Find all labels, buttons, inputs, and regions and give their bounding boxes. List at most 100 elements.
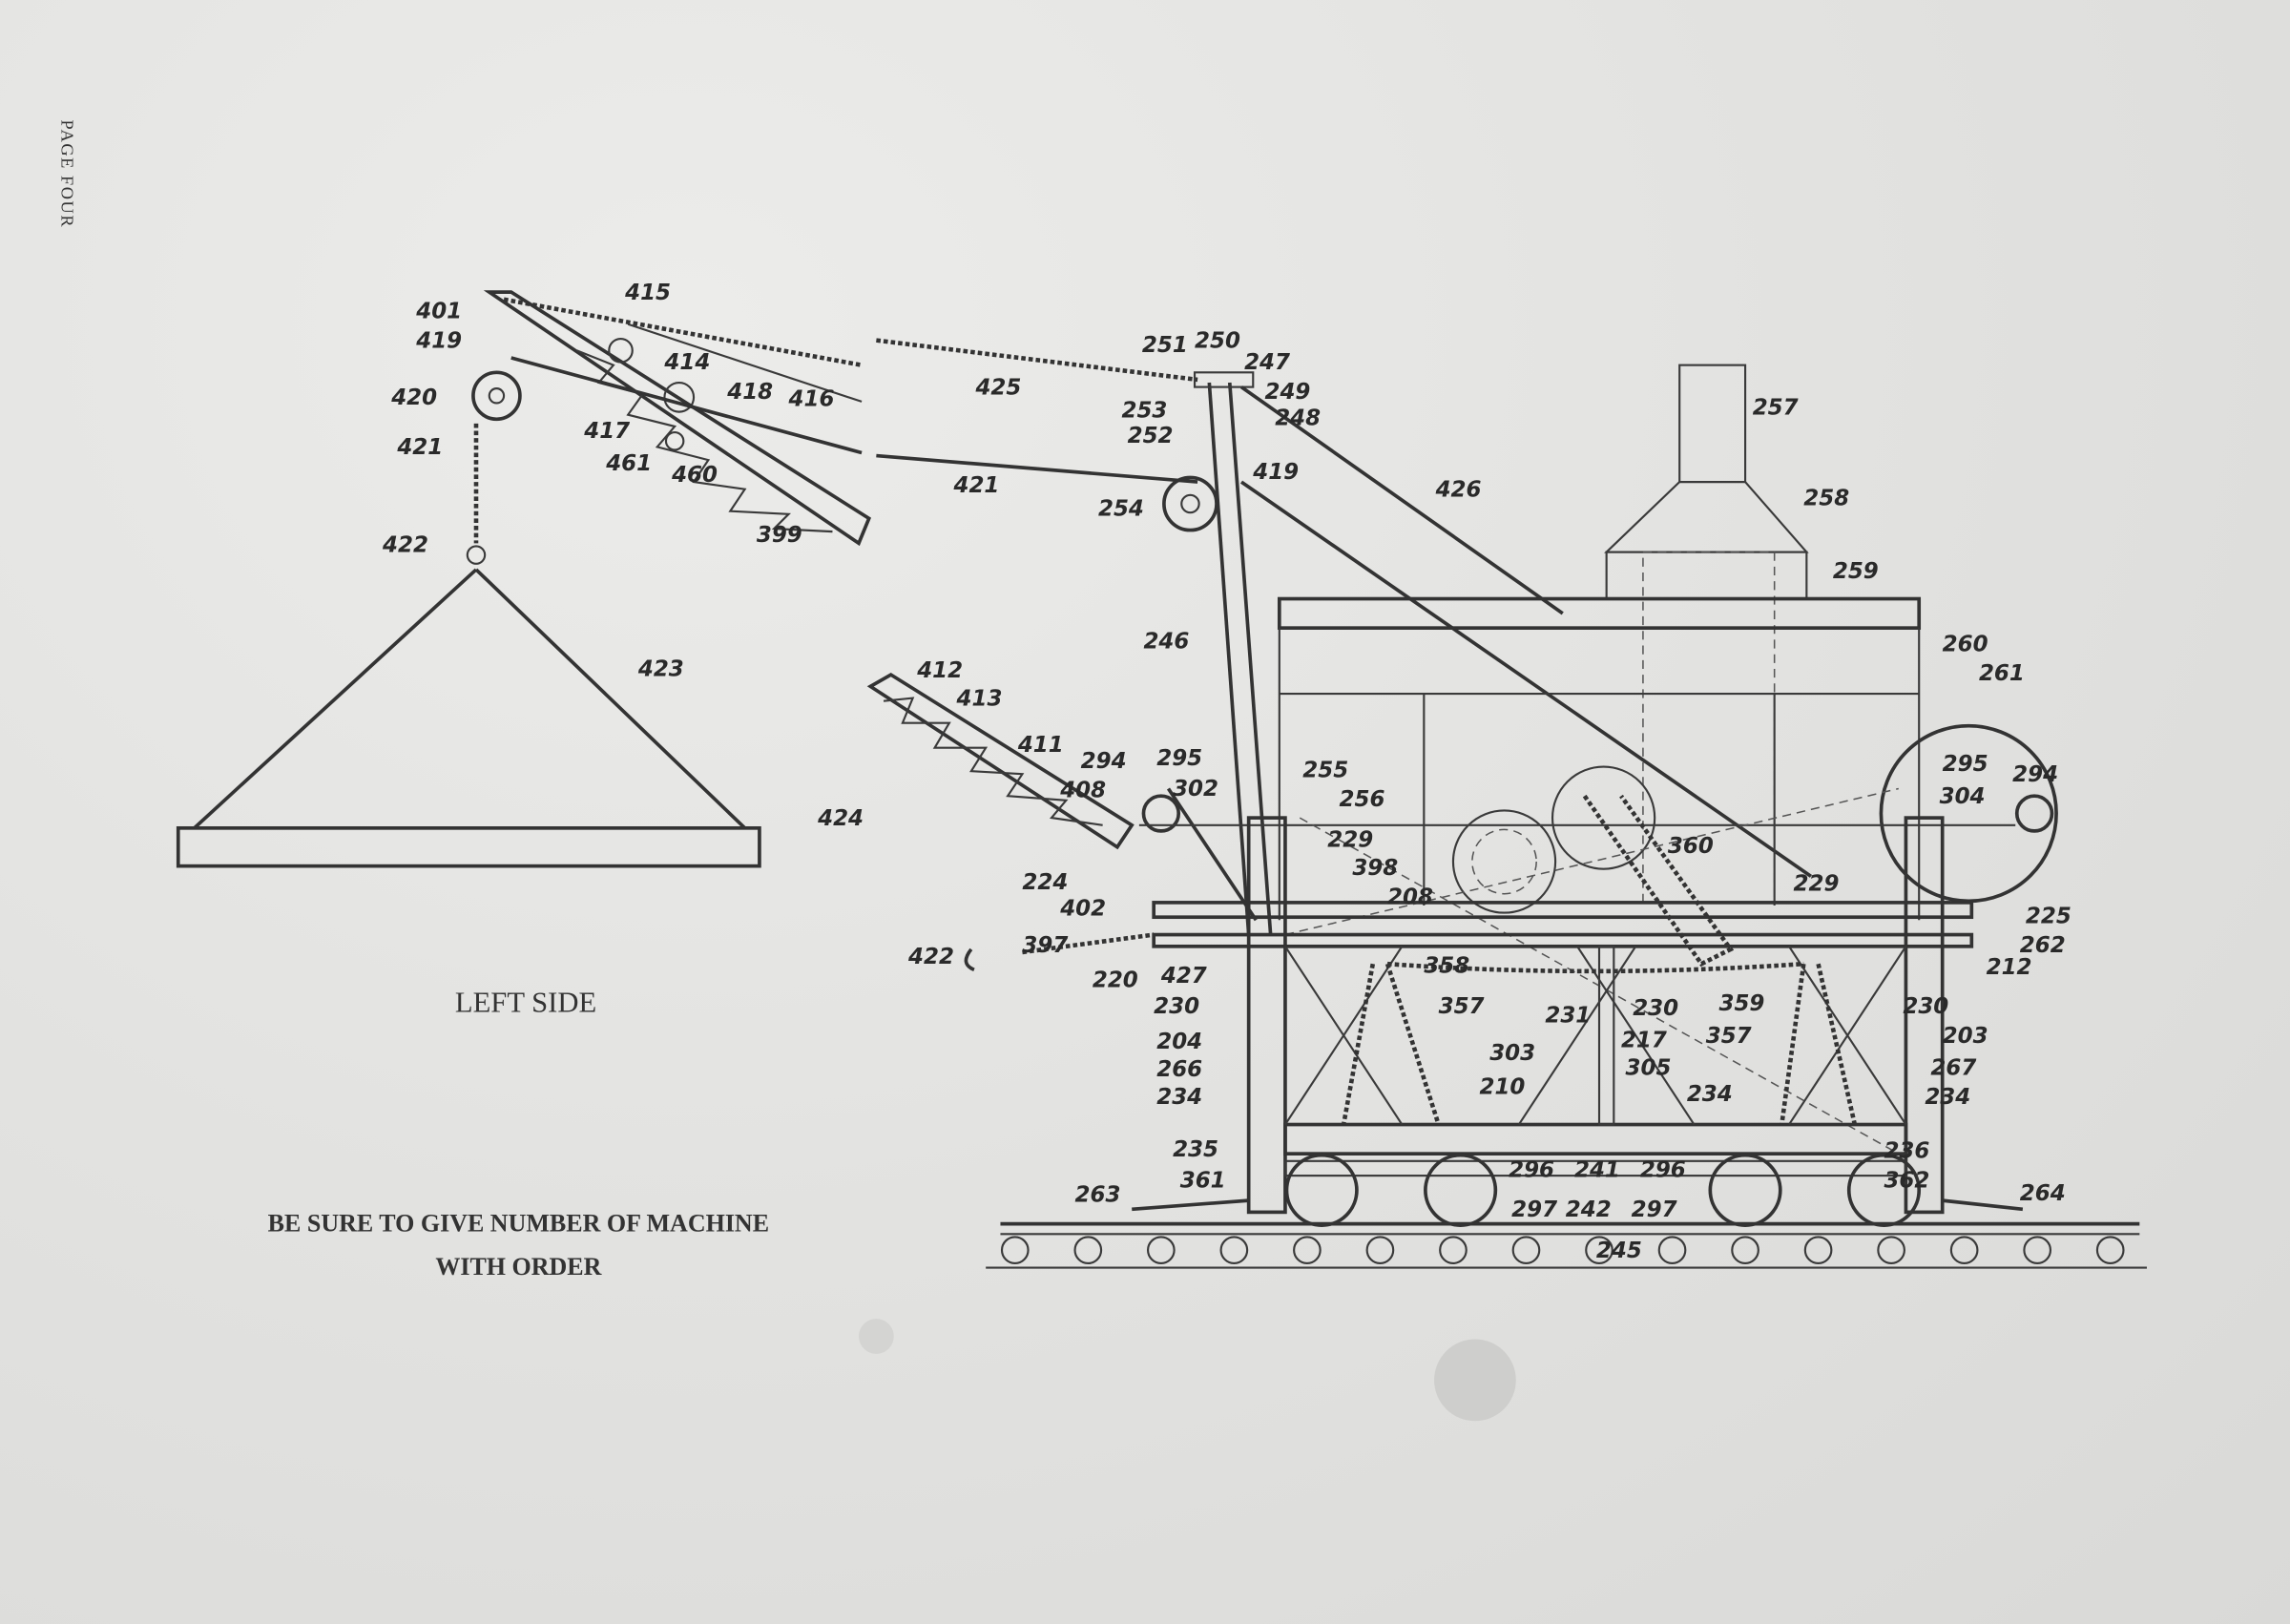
part-number-label: 295 [1156, 746, 1202, 771]
part-number-label: 230 [1903, 994, 1948, 1019]
part-number-label: 257 [1753, 396, 1799, 421]
part-number-label: 304 [1940, 784, 1986, 809]
order-notice-line2: WITH ORDER [435, 1253, 601, 1280]
part-number-label: 419 [415, 328, 462, 353]
mast [1162, 371, 1812, 935]
wheel [1284, 1153, 1359, 1227]
part-number-label: 411 [1017, 733, 1064, 758]
part-number-label: 297 [1632, 1197, 1677, 1222]
part-number-label: 220 [1093, 968, 1138, 993]
part-number-label: 305 [1626, 1056, 1672, 1081]
stain [859, 1319, 894, 1354]
rail-tie [1146, 1236, 1176, 1265]
part-number-label: 258 [1803, 487, 1849, 511]
part-number-label: 267 [1930, 1056, 1976, 1081]
part-number-label: 256 [1340, 787, 1385, 812]
part-number-label: 250 [1195, 328, 1240, 353]
part-number-label: 249 [1265, 380, 1311, 405]
part-number-label: 262 [2020, 933, 2066, 958]
part-number-label: 294 [1081, 749, 1127, 774]
part-number-label: 362 [1884, 1168, 1929, 1193]
part-number-label: 203 [1943, 1024, 1988, 1049]
part-number-label: 415 [624, 281, 671, 305]
stain [1434, 1339, 1516, 1422]
part-number-label: 427 [1160, 964, 1207, 989]
part-number-label: 359 [1719, 991, 1765, 1016]
part-number-label: 225 [2026, 904, 2071, 928]
part-number-label: 236 [1884, 1139, 1929, 1164]
part-number-label: 259 [1833, 559, 1879, 584]
part-number-label: 416 [788, 387, 835, 412]
part-number-label: 357 [1706, 1024, 1752, 1049]
part-number-label: 360 [1668, 834, 1714, 859]
part-number-label: 414 [663, 350, 710, 375]
part-number-label: 254 [1098, 496, 1144, 521]
car-frame [964, 816, 2024, 1215]
view-title: LEFT SIDE [455, 987, 596, 1019]
part-number-label: 252 [1128, 424, 1174, 448]
part-number-label: 421 [952, 473, 999, 498]
part-number-label: 460 [671, 463, 718, 488]
part-number-label: 408 [1059, 779, 1106, 803]
rail-track [986, 1221, 2147, 1269]
part-number-label: 401 [415, 300, 462, 324]
part-number-label: 263 [1075, 1183, 1121, 1208]
part-number-label: 248 [1275, 406, 1321, 430]
part-number-label: 260 [1943, 633, 1988, 657]
part-number-label: 422 [907, 945, 954, 969]
part-number-label: 426 [1435, 477, 1482, 502]
part-number-label: 261 [1979, 661, 2025, 686]
part-number-label: 255 [1302, 758, 1348, 782]
part-number-label: 247 [1244, 350, 1290, 375]
part-number-label: 398 [1352, 856, 1398, 881]
part-number-label: 242 [1566, 1197, 1612, 1222]
part-number-label: 297 [1511, 1197, 1557, 1222]
part-number-label: 231 [1545, 1003, 1591, 1028]
part-number-label: 234 [1925, 1085, 1970, 1110]
part-number-label: 224 [1022, 870, 1068, 895]
part-number-label: 234 [1156, 1085, 1202, 1110]
wheel [1424, 1153, 1498, 1227]
order-notice-line1: BE SURE TO GIVE NUMBER OF MACHINE [268, 1209, 769, 1237]
part-number-label: 399 [757, 523, 802, 548]
part-number-label: 417 [583, 419, 630, 444]
rail-tie [1365, 1236, 1395, 1265]
part-number-label: 235 [1173, 1137, 1218, 1162]
part-number-label: 234 [1687, 1082, 1733, 1107]
part-number-label: 361 [1180, 1168, 1226, 1193]
part-number-label: 230 [1154, 994, 1199, 1019]
part-number-label: 419 [1252, 460, 1299, 485]
rail-tie [2095, 1236, 2125, 1265]
part-number-label: 461 [605, 451, 652, 476]
part-number-label: 246 [1143, 630, 1189, 655]
boom [483, 290, 1198, 850]
part-number-label: 296 [1509, 1158, 1554, 1183]
rail-tie [1949, 1236, 1979, 1265]
part-number-label: 294 [2012, 762, 2058, 787]
rail-tie [1585, 1236, 1613, 1265]
part-number-label: 212 [1987, 955, 2032, 980]
part-number-label: 358 [1424, 953, 1469, 978]
part-number-label: 420 [390, 385, 437, 410]
part-number-label: 210 [1480, 1074, 1526, 1099]
part-number-label: 425 [974, 375, 1021, 400]
part-number-label: 422 [382, 533, 428, 558]
rail-tie [1073, 1236, 1103, 1265]
rail-tie [1877, 1236, 1905, 1265]
part-number-label: 229 [1327, 828, 1373, 853]
part-number-label: 230 [1633, 996, 1678, 1021]
part-number-label: 264 [2020, 1181, 2066, 1206]
page-label: PAGE FOUR [57, 120, 76, 229]
part-number-label: 421 [396, 435, 443, 460]
rail-tie [1293, 1236, 1322, 1265]
part-number-label: 302 [1173, 777, 1218, 802]
sling-assembly [176, 370, 761, 868]
part-number-label: 241 [1574, 1158, 1620, 1183]
rail-tie [1000, 1236, 1030, 1265]
part-number-label: 295 [1943, 752, 1988, 777]
part-number-label: 423 [637, 657, 684, 682]
part-number-label: 251 [1142, 333, 1188, 358]
part-number-label: 296 [1640, 1158, 1686, 1183]
